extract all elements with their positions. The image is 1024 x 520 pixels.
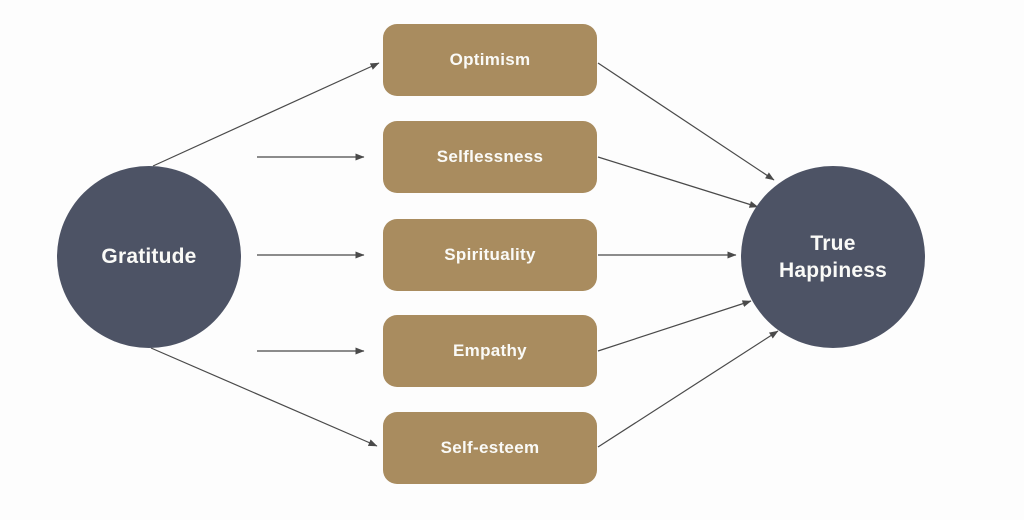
node-gratitude-label: Gratitude (101, 245, 197, 269)
node-true-happiness: True Happiness (741, 166, 925, 348)
node-empathy-label: Empathy (453, 341, 527, 360)
node-selfesteem-label: Self-esteem (440, 438, 540, 457)
node-gratitude: Gratitude (57, 166, 241, 348)
edge-gratitude-selfesteem (150, 347, 378, 447)
edge-empathy-happiness (597, 300, 752, 352)
edge-gratitude-optimism (152, 62, 380, 167)
edge-selflessness-happiness (597, 156, 759, 208)
node-selflessness-label: Selflessness (436, 147, 544, 166)
edge-selfesteem-happiness (597, 330, 779, 448)
node-true-happiness-label: True Happiness (779, 231, 887, 282)
node-selflessness: Selflessness (383, 121, 597, 193)
edge-optimism-happiness (597, 62, 775, 181)
node-empathy: Empathy (383, 315, 597, 387)
node-spirituality-label: Spirituality (444, 245, 536, 264)
node-selfesteem: Self-esteem (383, 412, 597, 484)
node-spirituality: Spirituality (383, 219, 597, 291)
node-optimism-label: Optimism (449, 50, 531, 69)
node-optimism: Optimism (383, 24, 597, 96)
